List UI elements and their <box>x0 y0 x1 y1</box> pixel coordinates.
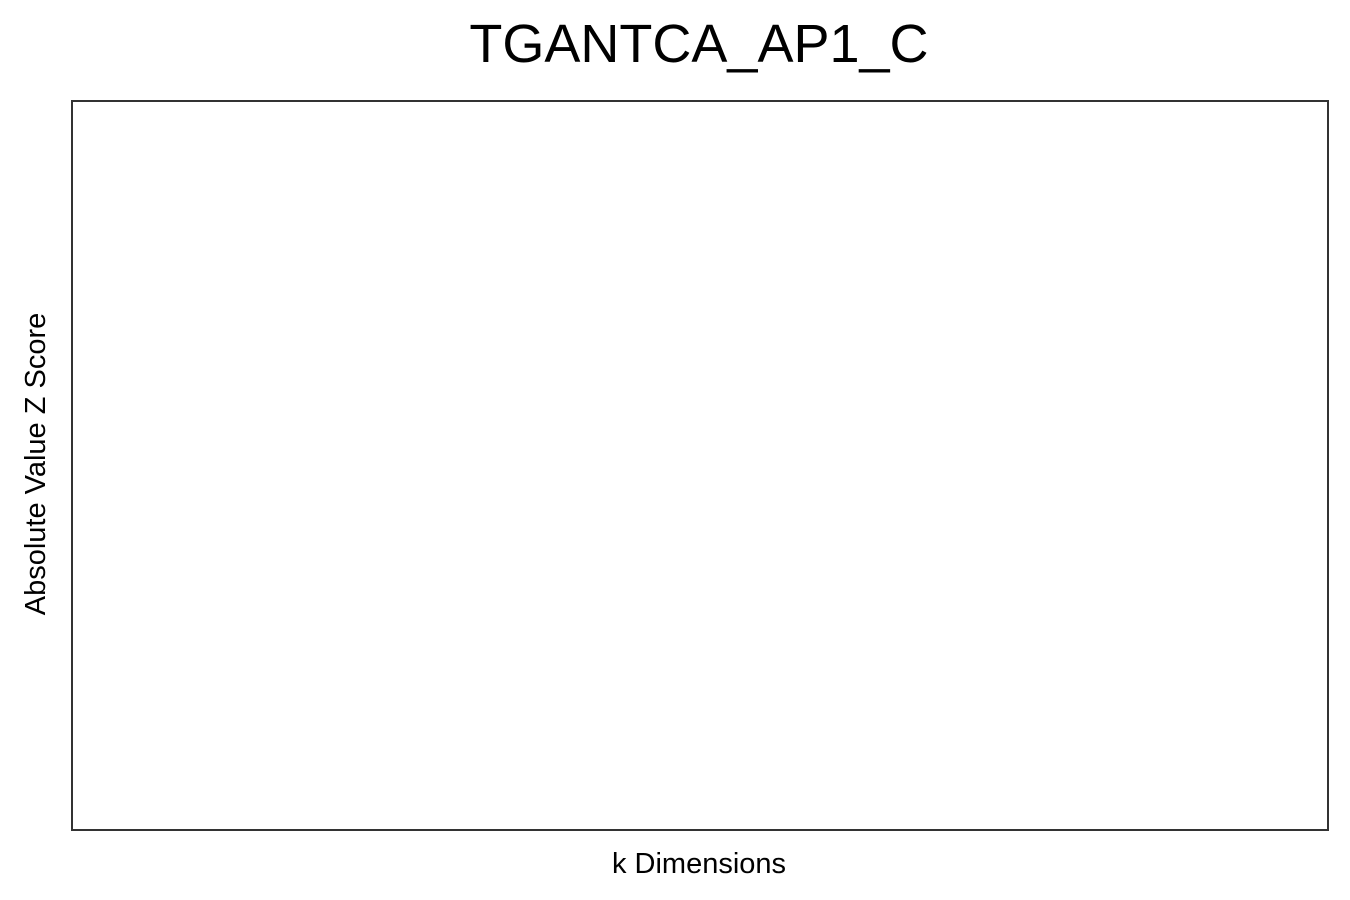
plot-svg <box>73 102 1327 829</box>
x-axis-label: k Dimensions <box>611 848 787 880</box>
chart-title: TGANTCA_AP1_C <box>469 14 929 74</box>
plot-area <box>71 100 1329 831</box>
y-axis-label: Absolute Value Z Score <box>20 312 52 616</box>
